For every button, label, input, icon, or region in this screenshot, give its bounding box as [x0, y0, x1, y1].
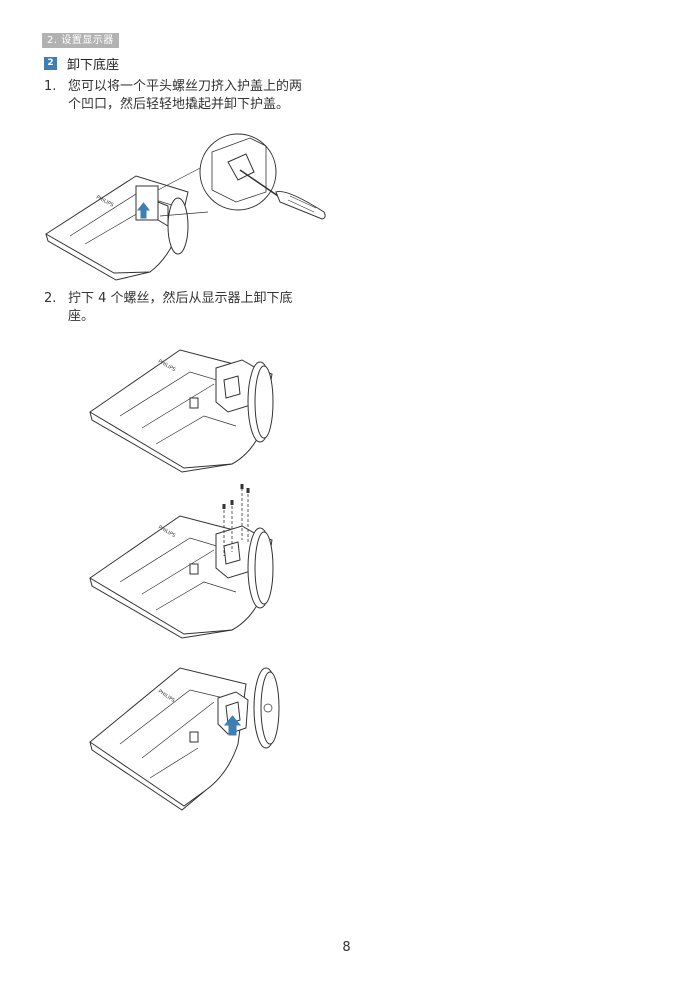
step-number: 1.: [44, 79, 57, 94]
section-tag: 2. 设置显示器: [42, 33, 119, 48]
detach-stand-illustration: PHILIPS: [89, 667, 280, 811]
step-text: 拧下 4 个螺丝，然后从显示器上卸下底座。: [68, 291, 293, 324]
instruction-step-2: 2. 拧下 4 个螺丝，然后从显示器上卸下底座。: [44, 290, 314, 326]
step-number: 2.: [44, 291, 57, 306]
subsection-heading: 2 卸下底座: [44, 55, 120, 73]
monitor-with-stand-illustration: PHILIPS: [89, 349, 274, 473]
step-badge: 2: [44, 57, 57, 70]
page-number: 8: [342, 940, 351, 955]
step-text: 您可以将一个平头螺丝刀挤入护盖上的两个凹口，然后轻轻地撬起并卸下护盖。: [68, 79, 303, 112]
remove-screws-illustration: PHILIPS: [89, 484, 274, 639]
subsection-title: 卸下底座: [67, 58, 120, 73]
instruction-step-1: 1. 您可以将一个平头螺丝刀挤入护盖上的两个凹口，然后轻轻地撬起并卸下护盖。: [44, 78, 314, 114]
remove-cover-illustration: PHILIPS: [45, 133, 326, 281]
